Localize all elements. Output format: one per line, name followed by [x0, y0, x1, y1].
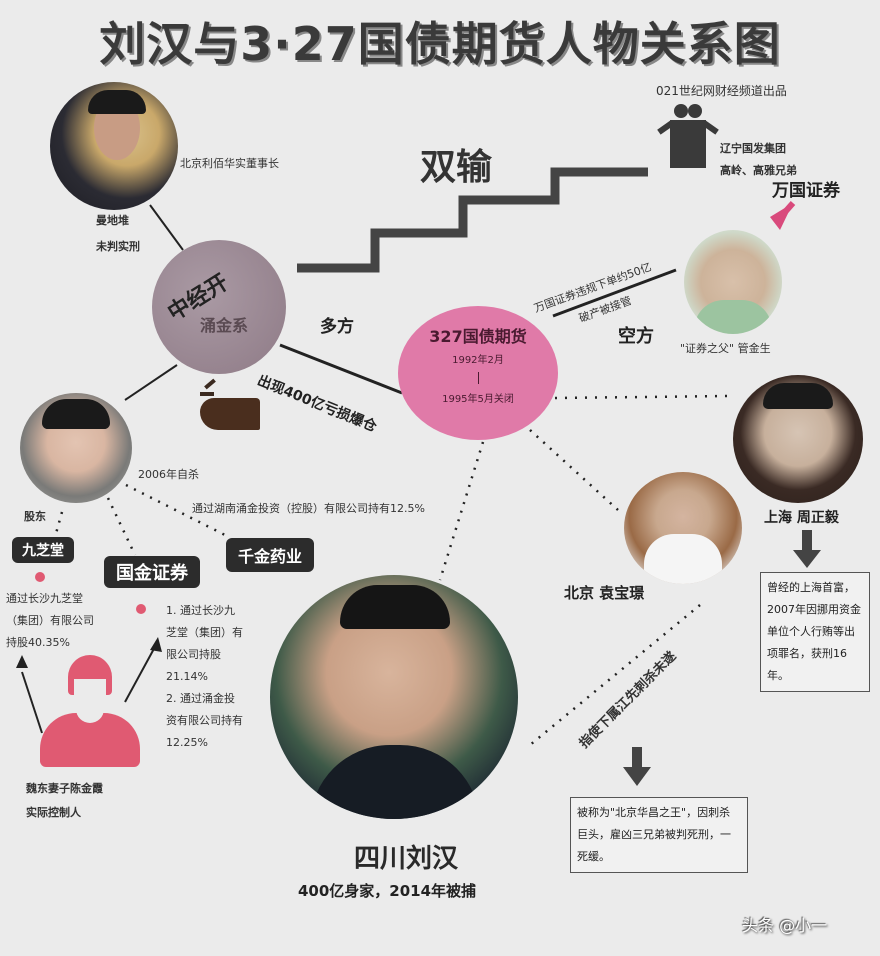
liuhan-name: 四川刘汉 [354, 844, 459, 874]
zhou-note: 曾经的上海首富，2007年因挪用资金单位个人行贿等出项罪名，获刑16年。 [760, 572, 870, 692]
controller-line1: 魏东妻子陈金霞 [26, 782, 103, 795]
guojin-note-1: 1. 通过长沙九芝堂（集团）有限公司持股21.14% [166, 604, 243, 683]
wanguo-person-photo [684, 230, 782, 334]
guojin-note-2: 2. 通过涌金投资有限公司持有12.25% [166, 692, 243, 749]
liuhan-desc: 400亿身家，2014年被捕 [298, 882, 477, 900]
pink-dot [35, 572, 45, 582]
guozhai-line1: 1992年2月 [452, 355, 504, 366]
zhou-photo [733, 375, 863, 503]
wanguo-label: 万国证券 [772, 181, 840, 201]
top-left-person-photo [50, 82, 178, 210]
guozhai-line2: 1995年5月关闭 [442, 394, 514, 405]
tag-guojin: 国金证券 [104, 556, 200, 588]
group-line2: 高岭、高雅兄弟 [720, 164, 797, 177]
left-person-caption: 2006年自杀 [138, 468, 199, 481]
controller-line2: 实际控制人 [26, 806, 81, 819]
zhou-name: 上海 周正毅 [764, 510, 839, 526]
center-label: 双输 [420, 147, 493, 188]
page-title: 刘汉与3·27国债期货人物关系图 [99, 17, 781, 71]
person-silhouette-icon [40, 655, 140, 767]
zhongjingkai-subtitle: 涌金系 [200, 316, 249, 335]
wanguo-person-name: "证券之父" 管金生 [680, 342, 771, 355]
tag-qianjin: 千金药业 [226, 538, 314, 572]
hand-money-icon [200, 378, 264, 432]
top-left-person-name: 曼地堆 [96, 214, 129, 227]
zhongjingkai-node: 中经开 涌金系 [152, 240, 286, 374]
left-person-role: 股东 [24, 510, 46, 523]
yuan-name: 北京 袁宝璟 [564, 584, 645, 602]
top-left-person-caption: 北京利佰华实董事长 [180, 157, 279, 170]
people-icon [656, 104, 720, 170]
edge-kongfang: 空方 [618, 326, 654, 347]
watermark: 头条 @小一 [742, 916, 828, 935]
group-line1: 辽宁国发集团 [720, 142, 786, 155]
jiuzhitang-note: 通过长沙九芝堂（集团）有限公司持股40.35% [6, 592, 94, 649]
left-person-holding: 通过湖南涌金投资（控股）有限公司持有12.5% [192, 502, 425, 515]
liuhan-photo [270, 575, 518, 819]
edge-duofang: 多方 [320, 317, 354, 337]
stairs-graphic [297, 167, 648, 273]
top-left-person-status: 未判实刑 [96, 240, 140, 253]
left-person-photo [20, 393, 132, 503]
guozhai-title: 327国债期货 [429, 327, 527, 346]
pink-dot [136, 604, 146, 614]
yuan-note: 被称为"北京华昌之王"，因刺杀巨头，雇凶三兄弟被判死刑，一死缓。 [570, 797, 748, 873]
guozhai-node: 327国债期货 1992年2月 1995年5月关闭 [398, 306, 558, 440]
tag-jiuzhitang: 九芝堂 [12, 537, 74, 563]
yuan-photo [624, 472, 742, 584]
source-header: 021世纪网财经频道出品 [656, 84, 787, 98]
